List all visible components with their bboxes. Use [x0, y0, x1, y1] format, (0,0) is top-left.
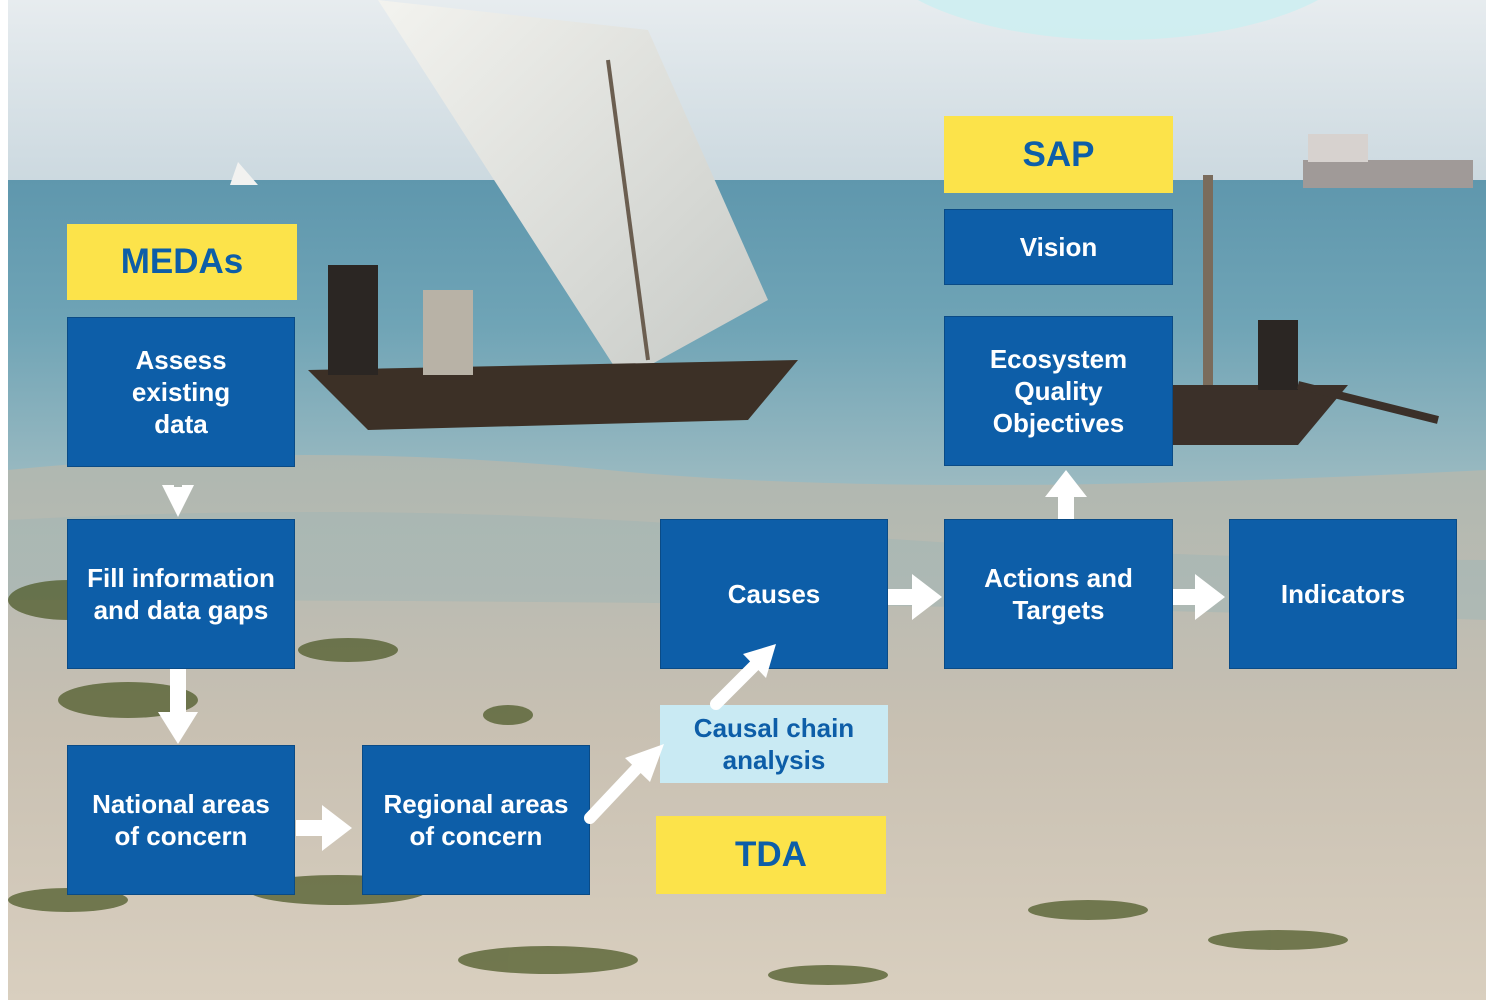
meda-label: MEDAs	[67, 224, 297, 300]
actions-targets-box: Actions and Targets	[944, 519, 1173, 669]
indicators-box: Indicators	[1229, 519, 1457, 669]
arrow-actions-to-eqo	[1045, 470, 1087, 519]
sap-label: SAP	[944, 116, 1173, 193]
fill-information-box: Fill information and data gaps	[67, 519, 295, 669]
arrow-regional-to-causal	[584, 759, 646, 824]
arrow-causal-to-causes	[710, 656, 764, 710]
arrow-national-to-regional	[296, 805, 352, 851]
national-areas-box: National areas of concern	[67, 745, 295, 895]
regional-areas-box: Regional areas of concern	[362, 745, 590, 895]
arrow-assess-to-fill	[162, 467, 194, 517]
arrow-fill-to-national	[158, 669, 198, 744]
causes-box: Causes	[660, 519, 888, 669]
assess-existing-data-box: Assess existing data	[67, 317, 295, 467]
arrow-causes-to-actions	[888, 574, 942, 620]
ecosystem-quality-objectives-box: Ecosystem Quality Objectives	[944, 316, 1173, 466]
arrow-actions-to-indicators	[1173, 574, 1225, 620]
causal-chain-analysis-box: Causal chain analysis	[660, 705, 888, 783]
vision-box: Vision	[944, 209, 1173, 285]
tda-label: TDA	[656, 816, 886, 894]
